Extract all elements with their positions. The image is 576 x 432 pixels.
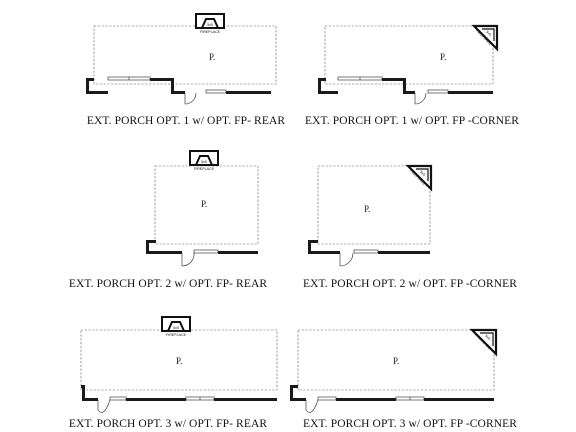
windows — [193, 249, 219, 254]
windows — [107, 76, 227, 94]
room-label: P. — [201, 199, 207, 209]
plan-opt3-corner: FIREPLACE 5x5 P. EXT. PORCH OPT. 3 w/ OP… — [290, 328, 517, 430]
windows — [109, 396, 215, 401]
plan-opt2-corner: FIREPLACE 5x5 P. EXT. PORCH OPT. 2 w/ OP… — [303, 164, 517, 290]
door-swing — [181, 252, 195, 267]
fireplace-corner: FIREPLACE 5x5 — [405, 164, 433, 192]
door-swing — [339, 252, 354, 267]
porch-outline — [317, 165, 431, 245]
room-label: P. — [364, 204, 370, 214]
house-wall — [308, 240, 430, 254]
fireplace-label: FIREPLACE — [166, 333, 187, 337]
windows — [317, 396, 425, 401]
room-label: P. — [176, 356, 182, 366]
windows — [353, 249, 379, 254]
fireplace-corner: FIREPLACE 5x5 — [471, 24, 499, 52]
door-swing — [184, 92, 197, 105]
fireplace-label: FIREPLACE — [194, 167, 215, 171]
plan-caption: EXT. PORCH OPT. 2 w/ OPT. FP -CORNER — [303, 278, 517, 290]
house-wall — [86, 78, 271, 94]
fireplace-rear: 5x5 FIREPLACE — [189, 150, 219, 171]
plan-caption: EXT. PORCH OPT. 3 w/ OPT. FP- REAR — [69, 418, 268, 430]
fireplace-label: FIREPLACE — [200, 30, 221, 34]
fireplace-size: 5x5 — [419, 170, 426, 177]
door-swing — [414, 92, 427, 105]
porch-outline — [324, 25, 494, 85]
fireplace-size: 5x5 — [207, 23, 213, 27]
plan-caption: EXT. PORCH OPT. 1 w/ OPT. FP- REAR — [87, 115, 286, 127]
porch-outline — [93, 25, 277, 85]
fireplace-size: 5x5 — [201, 160, 207, 164]
plan-caption: EXT. PORCH OPT. 1 w/ OPT. FP -CORNER — [305, 115, 519, 127]
fireplace-size: 5x5 — [484, 334, 491, 341]
porch-outline — [80, 329, 278, 391]
house-wall — [81, 385, 277, 401]
fireplace-rear: 5x5 FIREPLACE — [161, 316, 191, 337]
house-wall — [146, 240, 258, 254]
fireplace-corner: FIREPLACE 5x5 — [469, 328, 498, 357]
fireplace-rear: 5x5 FIREPLACE — [195, 13, 225, 34]
plan-opt1-corner: FIREPLACE 5x5 P. EXT. PORCH OPT. 1 w/ OP… — [305, 24, 519, 127]
fireplace-size: 5x5 — [485, 30, 492, 37]
plan-opt1-rear: 5x5 FIREPLACE P. EXT. PORCH OPT. 1 w/ OP… — [86, 13, 286, 127]
plan-caption: EXT. PORCH OPT. 2 w/ OPT. FP- REAR — [69, 278, 268, 290]
plan-caption: EXT. PORCH OPT. 3 w/ OPT. FP -CORNER — [303, 418, 517, 430]
house-wall — [318, 78, 493, 94]
porch-outline — [297, 329, 495, 391]
door-swing — [97, 399, 111, 413]
door-swing — [305, 399, 319, 413]
room-label: P. — [209, 52, 215, 62]
room-label: P. — [440, 52, 446, 62]
plan-opt3-rear: 5x5 FIREPLACE P. EXT. PORCH OPT. 3 w/ OP… — [69, 316, 278, 430]
room-label: P. — [393, 356, 399, 366]
house-wall — [290, 385, 494, 401]
windows — [337, 76, 449, 94]
plan-opt2-rear: 5x5 FIREPLACE P. EXT. PORCH OPT. 2 w/ OP… — [69, 150, 268, 290]
fireplace-size: 5x5 — [173, 326, 179, 330]
